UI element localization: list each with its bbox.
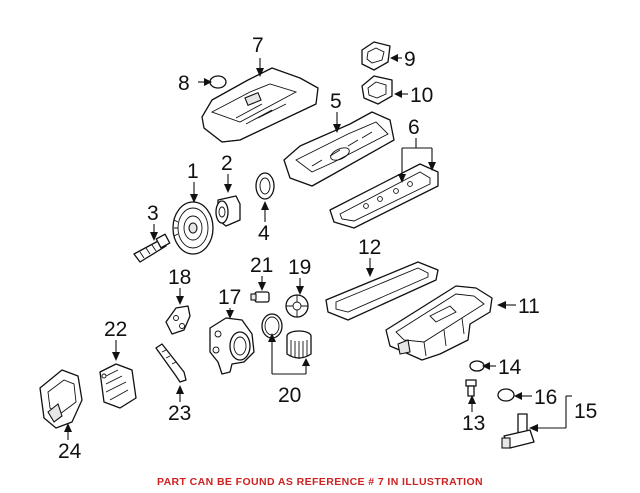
callout-labels: 7 8 9 10 5 6 1 2 4 3 12 11 21 19 17 18 2… bbox=[58, 34, 597, 463]
reference-note: PART CAN BE FOUND AS REFERENCE # 7 IN IL… bbox=[156, 476, 484, 488]
callout-2: 2 bbox=[221, 152, 233, 175]
callout-4: 4 bbox=[258, 222, 270, 245]
callout-7: 7 bbox=[252, 34, 264, 57]
callout-1: 1 bbox=[187, 160, 199, 183]
sensor-seal-part bbox=[497, 388, 515, 402]
callout-15: 15 bbox=[574, 400, 597, 423]
callout-19: 19 bbox=[288, 256, 311, 279]
pump-impeller-part bbox=[285, 294, 309, 318]
crank-seal-part bbox=[255, 172, 275, 200]
module-cover-part bbox=[39, 369, 83, 429]
callout-10: 10 bbox=[410, 84, 433, 107]
oil-filter-part bbox=[286, 330, 312, 359]
sensor-part bbox=[250, 291, 270, 303]
drain-plug-part bbox=[465, 379, 477, 397]
leader-lines bbox=[64, 54, 572, 440]
plate-gasket-part bbox=[361, 75, 393, 105]
callout-12: 12 bbox=[358, 236, 381, 259]
cover-plate-part bbox=[361, 41, 391, 71]
callout-14: 14 bbox=[498, 356, 522, 379]
callout-24: 24 bbox=[58, 440, 82, 463]
callout-21: 21 bbox=[250, 254, 273, 277]
oil-level-sensor-part bbox=[501, 413, 535, 449]
oil-pan-gasket-part bbox=[325, 261, 439, 321]
callout-6: 6 bbox=[408, 116, 420, 139]
engine-cover-part bbox=[201, 67, 319, 143]
pulley-bolt-part bbox=[133, 233, 171, 263]
seal-ring-part bbox=[209, 75, 227, 89]
washer-part bbox=[469, 360, 485, 372]
callout-5: 5 bbox=[330, 90, 342, 113]
callout-16: 16 bbox=[534, 386, 557, 409]
callout-20: 20 bbox=[278, 384, 301, 407]
callout-22: 22 bbox=[104, 318, 127, 341]
callout-13: 13 bbox=[462, 412, 485, 435]
oil-pan-part bbox=[385, 285, 493, 361]
oil-cooler-part bbox=[99, 363, 137, 409]
pulley-hub-part bbox=[215, 195, 241, 227]
callout-3: 3 bbox=[147, 202, 159, 225]
hose-part bbox=[155, 343, 187, 383]
crankshaft-pulley-part bbox=[172, 201, 214, 255]
valve-cover-part bbox=[283, 111, 395, 187]
callout-8: 8 bbox=[178, 72, 190, 95]
valve-cover-gasket-part bbox=[329, 163, 439, 229]
bracket-part bbox=[165, 305, 191, 335]
callout-11: 11 bbox=[518, 295, 540, 318]
callout-23: 23 bbox=[168, 402, 191, 425]
callout-18: 18 bbox=[168, 266, 191, 289]
filter-housing-part bbox=[209, 317, 255, 375]
callout-17: 17 bbox=[218, 286, 241, 309]
callout-9: 9 bbox=[404, 48, 416, 71]
